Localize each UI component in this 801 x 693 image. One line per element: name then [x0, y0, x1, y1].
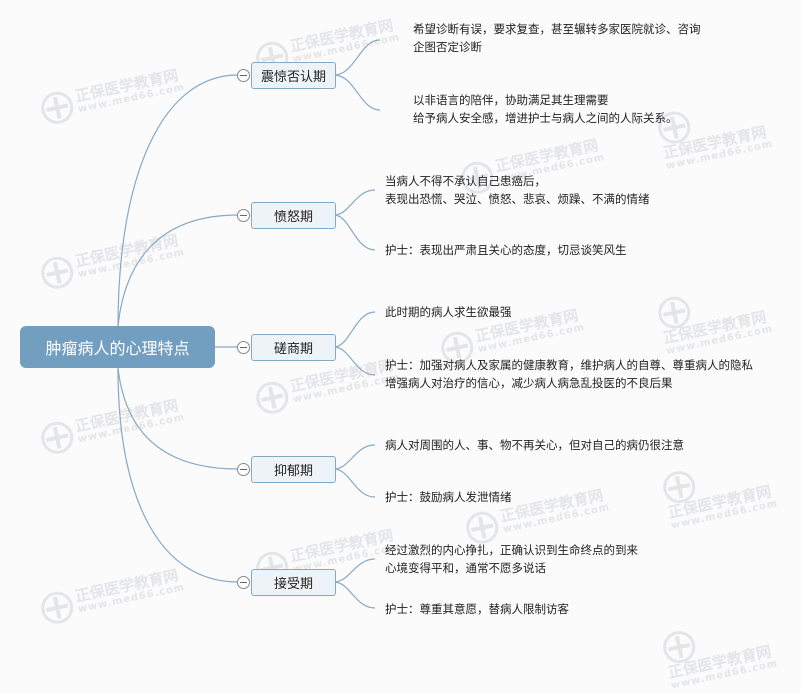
stage-node-acceptance[interactable]: 接受期 [251, 569, 336, 596]
connector-lines [117, 39, 381, 609]
leaf-text[interactable]: 护士：鼓励病人发泄情绪 [385, 490, 512, 504]
collapse-toggle-icon[interactable] [237, 463, 250, 476]
leaf-text[interactable]: 希望诊断有误，要求复查，甚至辗转多家医院就诊、咨询企图否定诊断 [413, 22, 701, 54]
leaf-text[interactable]: 此时期的病人求生欲最强 [385, 305, 512, 319]
leaf-text[interactable]: 当病人不得不承认自己患癌后，表现出恐慌、哭泣、愤怒、悲哀、烦躁、不满的情绪 [385, 174, 650, 206]
stage-label: 抑郁期 [273, 464, 313, 479]
stage-node-anger[interactable]: 愤怒期 [251, 202, 336, 229]
collapse-toggle-icon[interactable] [237, 576, 250, 589]
stage-label: 震惊否认期 [260, 70, 326, 85]
collapse-toggle-icon[interactable] [237, 341, 250, 354]
stage-node-depression[interactable]: 抑郁期 [251, 456, 336, 483]
stage-node-bargaining[interactable]: 磋商期 [251, 334, 336, 361]
leaf-text[interactable]: 病人对周围的人、事、物不再关心，但对自己的病仍很注意 [385, 438, 684, 452]
stage-label: 愤怒期 [273, 210, 313, 225]
collapse-toggle-icon[interactable] [237, 209, 250, 222]
root-topic[interactable]: 肿瘤病人的心理特点 [20, 326, 215, 368]
stage-label: 磋商期 [273, 342, 313, 357]
leaf-text[interactable]: 护士：表现出严肃且关心的态度，切忌谈笑风生 [385, 243, 627, 257]
root-label: 肿瘤病人的心理特点 [45, 339, 190, 358]
leaf-text[interactable]: 护士：尊重其意愿，替病人限制访客 [385, 602, 569, 616]
stage-node-shock[interactable]: 震惊否认期 [251, 62, 336, 89]
collapse-toggle-icon[interactable] [237, 69, 250, 82]
leaf-text[interactable]: 经过激烈的内心挣扎，正确认识到生命终点的到来心境变得平和，通常不愿多说话 [385, 543, 638, 575]
stage-label: 接受期 [273, 577, 313, 592]
leaf-text[interactable]: 护士：加强对病人及家属的健康教育，维护病人的自尊、尊重病人的隐私增强病人对治疗的… [385, 358, 753, 390]
leaf-text[interactable]: 以非语言的陪伴，协助满足其生理需要给予病人安全感，增进护士与病人之间的人际关系。 [413, 93, 678, 125]
